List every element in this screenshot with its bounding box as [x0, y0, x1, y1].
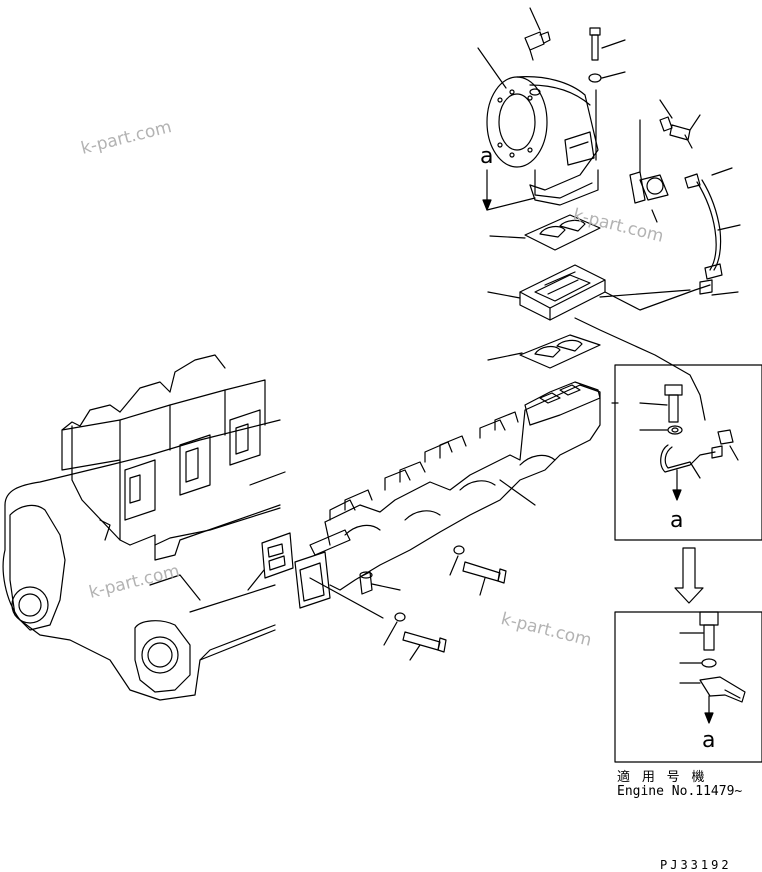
applicability-title: 適 用 号 機 — [617, 770, 707, 785]
gasket-lower — [487, 334, 601, 369]
inset-box-lower — [614, 611, 762, 763]
exhaust-manifold — [294, 381, 601, 609]
manifold-bolt-upper — [449, 545, 507, 596]
drawing-number: PJ33192 — [660, 858, 732, 872]
inset-box-upper — [611, 364, 762, 541]
section-arrow-upper — [482, 169, 536, 211]
washer-top — [588, 71, 626, 161]
sensor-assembly — [629, 99, 701, 223]
manifold-bolt-lower — [383, 612, 447, 661]
bolt-top — [589, 27, 626, 61]
manifold-plug — [359, 571, 401, 595]
reference-lines — [309, 289, 691, 619]
section-mark-inset-upper: a — [670, 508, 684, 533]
engine-block — [2, 354, 286, 701]
gasket-upper — [489, 214, 601, 251]
applicability-engine: Engine No.11479~ — [617, 784, 743, 799]
elbow-fitting — [524, 7, 551, 96]
turbo-outlet-elbow — [477, 47, 599, 206]
manifold-gasket-left — [247, 532, 294, 591]
section-mark-upper: a — [480, 144, 494, 169]
turbo-oil-tube — [684, 167, 741, 296]
spacer-block — [487, 264, 711, 421]
section-mark-inset-lower: a — [702, 728, 716, 753]
transition-arrow — [674, 547, 704, 604]
